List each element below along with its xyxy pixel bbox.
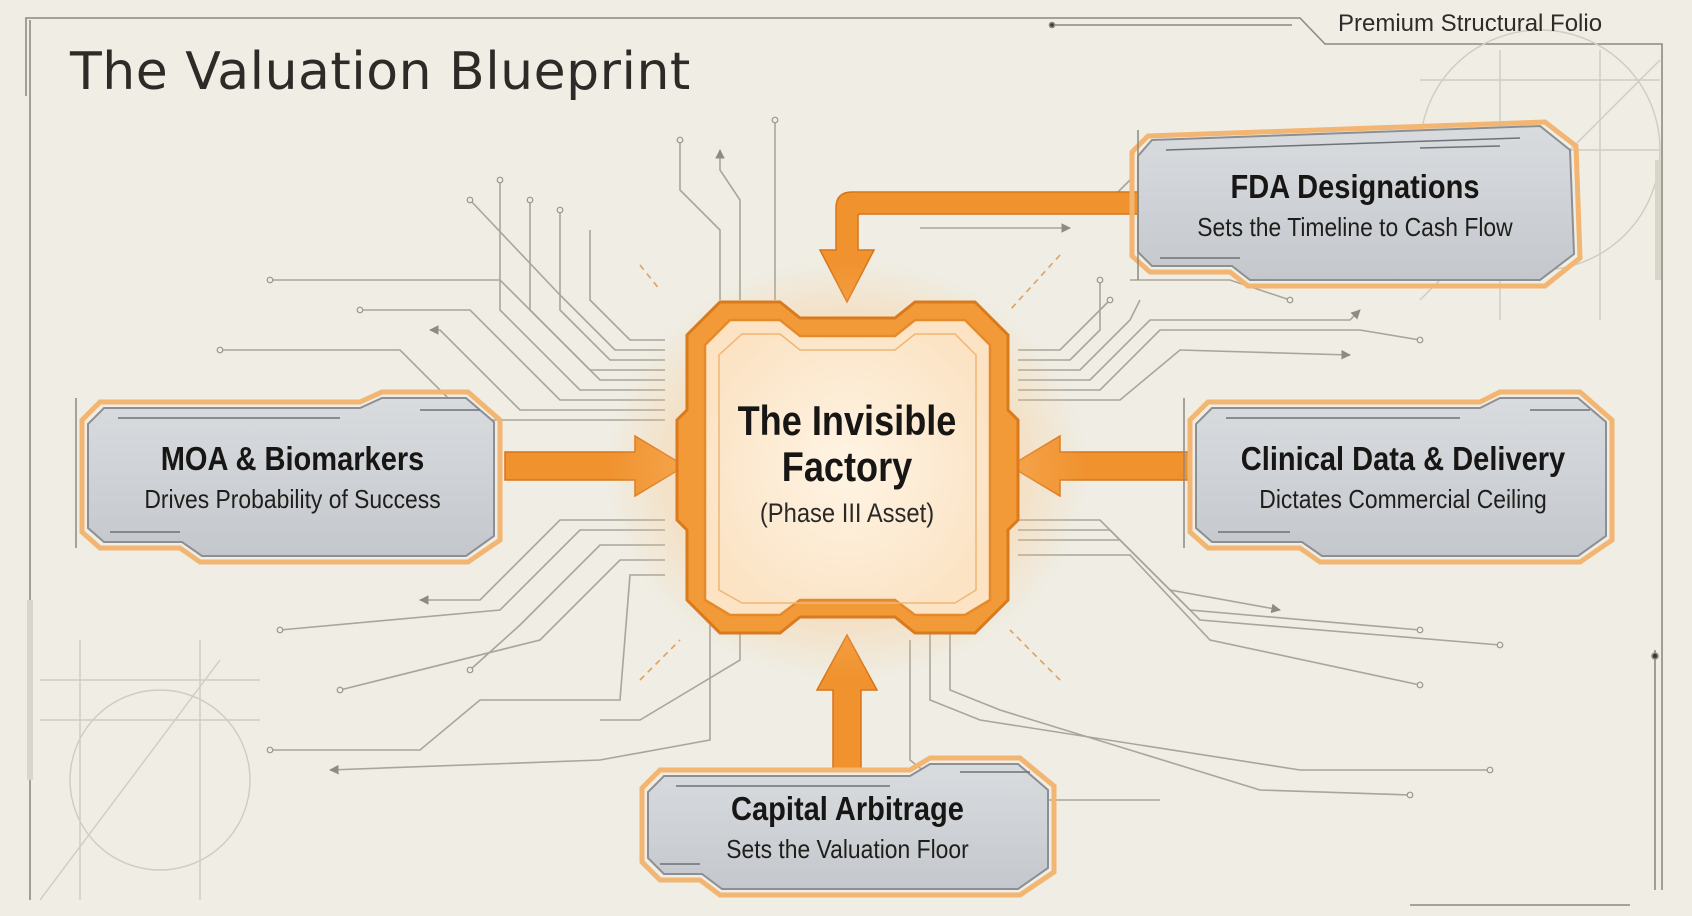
center-subtitle: (Phase III Asset) xyxy=(759,498,935,528)
fda-node: FDA Designations Sets the Timeline to Ca… xyxy=(1140,168,1570,243)
clinical-node-plate xyxy=(1183,389,1615,565)
folio-tag: Premium Structural Folio xyxy=(1338,10,1603,37)
invisible-factory-block xyxy=(607,260,1087,680)
page-title: The Valuation Blueprint xyxy=(70,42,691,102)
moa-node-subtitle: Drives Probability of Success xyxy=(144,484,441,514)
capital-node-subtitle: Sets the Valuation Floor xyxy=(726,834,969,864)
moa-node-plate xyxy=(75,389,503,565)
capital-node-plate xyxy=(639,755,1057,898)
capital-node: Capital Arbitrage Sets the Valuation Flo… xyxy=(650,790,1045,865)
capital-node-title: Capital Arbitrage xyxy=(731,790,964,827)
clinical-node-title: Clinical Data & Delivery xyxy=(1240,440,1566,477)
center-title-line2: Factory xyxy=(781,443,913,490)
fda-node-subtitle: Sets the Timeline to Cash Flow xyxy=(1197,212,1513,242)
moa-node: MOA & Biomarkers Drives Probability of S… xyxy=(90,440,495,515)
clinical-node-subtitle: Dictates Commercial Ceiling xyxy=(1259,484,1547,514)
clinical-node: Clinical Data & Delivery Dictates Commer… xyxy=(1198,440,1608,515)
center-title-line1: The Invisible xyxy=(737,397,957,444)
center-node-label: The Invisible Factory (Phase III Asset) xyxy=(707,398,987,529)
fda-node-plate xyxy=(1129,119,1583,289)
fda-node-title: FDA Designations xyxy=(1230,168,1480,205)
moa-node-title: MOA & Biomarkers xyxy=(160,440,425,477)
